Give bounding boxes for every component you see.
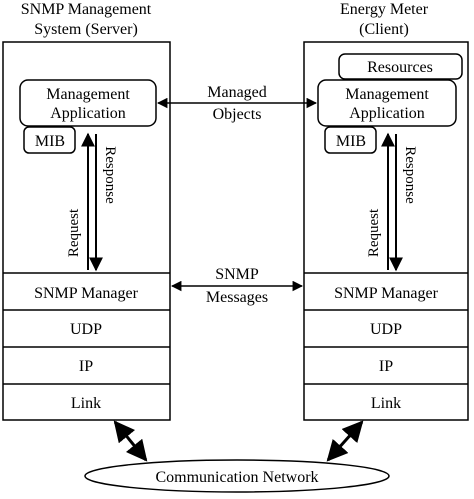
server-title-line1: SNMP Management — [21, 1, 152, 18]
client-resources-box — [338, 53, 463, 80]
server-layer-ip: IP — [79, 358, 93, 375]
server-mib-box — [23, 126, 76, 154]
server-response-label: Response — [102, 146, 118, 204]
managed-objects-line2: Objects — [213, 106, 262, 123]
server-app-line2: Application — [50, 105, 126, 122]
client-title-line2: (Client) — [359, 21, 409, 38]
client-layer-ip: IP — [379, 358, 393, 375]
managed-objects-line1: Managed — [207, 84, 267, 101]
communication-network-ellipse — [84, 459, 390, 493]
server-layer-snmp-manager: SNMP Manager — [34, 285, 139, 302]
server-request-label: Request — [66, 208, 82, 257]
client-response-label: Response — [402, 146, 418, 204]
client-box — [303, 41, 469, 421]
client-network-link-arrow — [326, 420, 364, 462]
snmp-messages-line1: SNMP — [215, 266, 259, 283]
communication-network-label: Communication Network — [155, 469, 318, 486]
client-layer-snmp-manager: SNMP Manager — [334, 285, 439, 302]
client-layer-link: Link — [371, 395, 401, 412]
snmp-messages-line2: Messages — [206, 289, 268, 306]
server-management-application-box — [19, 79, 157, 127]
server-layer-udp: UDP — [70, 321, 102, 338]
server-box — [2, 41, 171, 421]
client-mib-label: MIB — [336, 133, 366, 150]
server-title-line2: System (Server) — [34, 21, 138, 38]
server-network-link-arrow — [113, 420, 148, 462]
server-mib-label: MIB — [35, 133, 65, 150]
client-app-line2: Application — [349, 105, 425, 122]
client-layer-udp: UDP — [370, 321, 402, 338]
client-management-application-box — [317, 79, 457, 127]
client-mib-box — [324, 126, 377, 154]
server-layer-link: Link — [71, 395, 101, 412]
client-app-line1: Management — [345, 86, 429, 103]
client-resources-label: Resources — [367, 59, 433, 76]
server-app-line1: Management — [46, 86, 130, 103]
client-title-line1: Energy Meter — [340, 1, 429, 18]
client-request-label: Request — [366, 208, 382, 257]
